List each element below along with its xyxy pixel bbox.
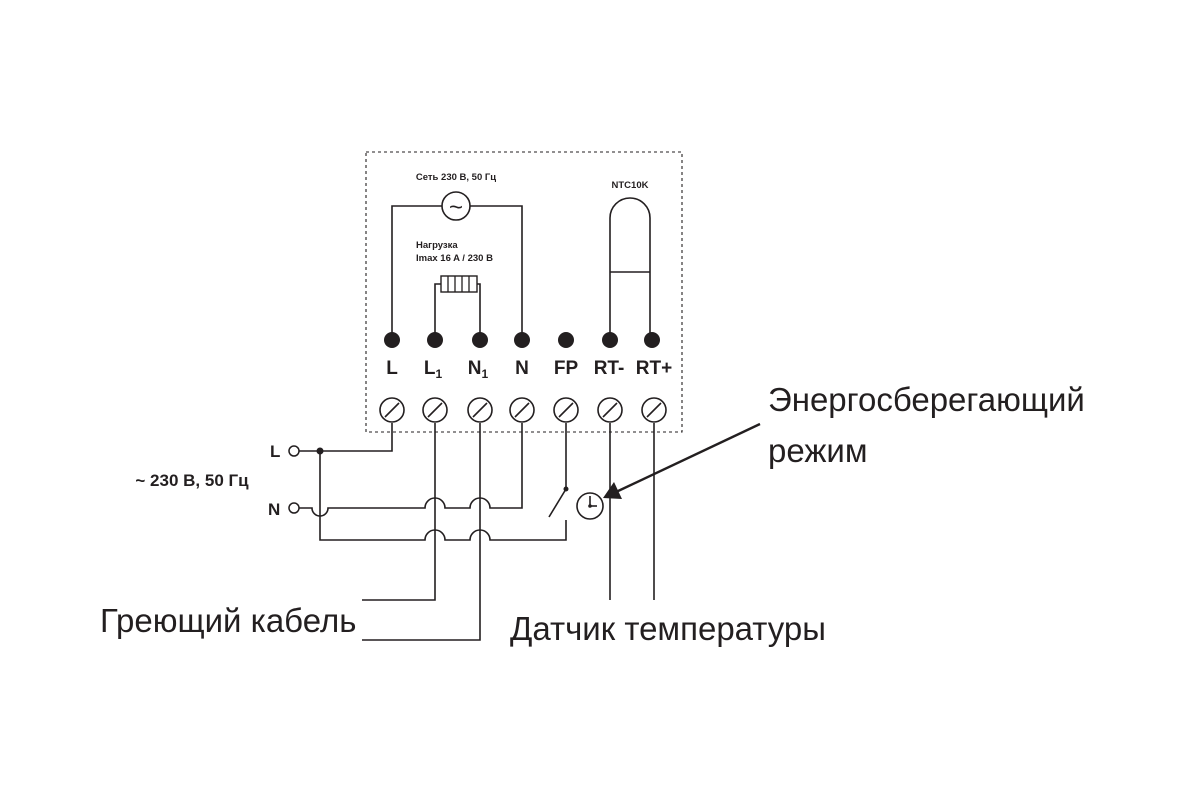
- supply-label: ~ 230 В, 50 Гц: [135, 471, 249, 490]
- terminal-dots: [384, 332, 660, 348]
- ntc-sensor-icon: [609, 197, 651, 338]
- heater-load-icon: [440, 275, 478, 293]
- terminal-label-rt-plus: RT+: [636, 358, 672, 379]
- temperature-sensor-caption: Датчик температуры: [510, 610, 826, 647]
- supply-neutral-label: N: [268, 500, 280, 519]
- energy-saving-caption-line1: Энергосберегающий: [768, 381, 1085, 418]
- sensor-type-label: NTC10K: [612, 180, 649, 191]
- terminal-label-n: N: [515, 358, 529, 379]
- thermostat-housing: [365, 151, 683, 433]
- internal-mains-wire: [391, 205, 523, 338]
- internal-load-wire: [434, 283, 481, 338]
- terminal-label-l1: L1: [424, 358, 443, 381]
- svg-text:~: ~: [449, 194, 463, 221]
- terminal-label-l: L: [386, 358, 398, 379]
- load-rating: Imax 16 A / 230 B: [416, 253, 493, 264]
- line-terminal-icon: [288, 445, 300, 457]
- timer-icon: [576, 492, 604, 520]
- terminal-label-rt-minus: RT-: [594, 358, 625, 379]
- terminal-labels: L L1 N1 N FP RT- RT+: [386, 358, 672, 381]
- heating-cable-caption: Греющий кабель: [100, 602, 356, 639]
- terminal-label-n1: N1: [468, 358, 489, 381]
- external-wiring: [299, 423, 655, 641]
- neutral-terminal-icon: [288, 502, 300, 514]
- energy-saving-caption-line2: режим: [768, 432, 868, 469]
- ac-source-icon: ~: [441, 191, 471, 221]
- mains-label: Сеть 230 В, 50 Гц: [416, 172, 496, 183]
- arrow-icon: [603, 422, 761, 499]
- supply-line-label: L: [270, 442, 280, 461]
- screw-terminals: [379, 397, 667, 423]
- load-title: Нагрузка: [416, 240, 458, 251]
- terminal-label-fp: FP: [554, 358, 579, 379]
